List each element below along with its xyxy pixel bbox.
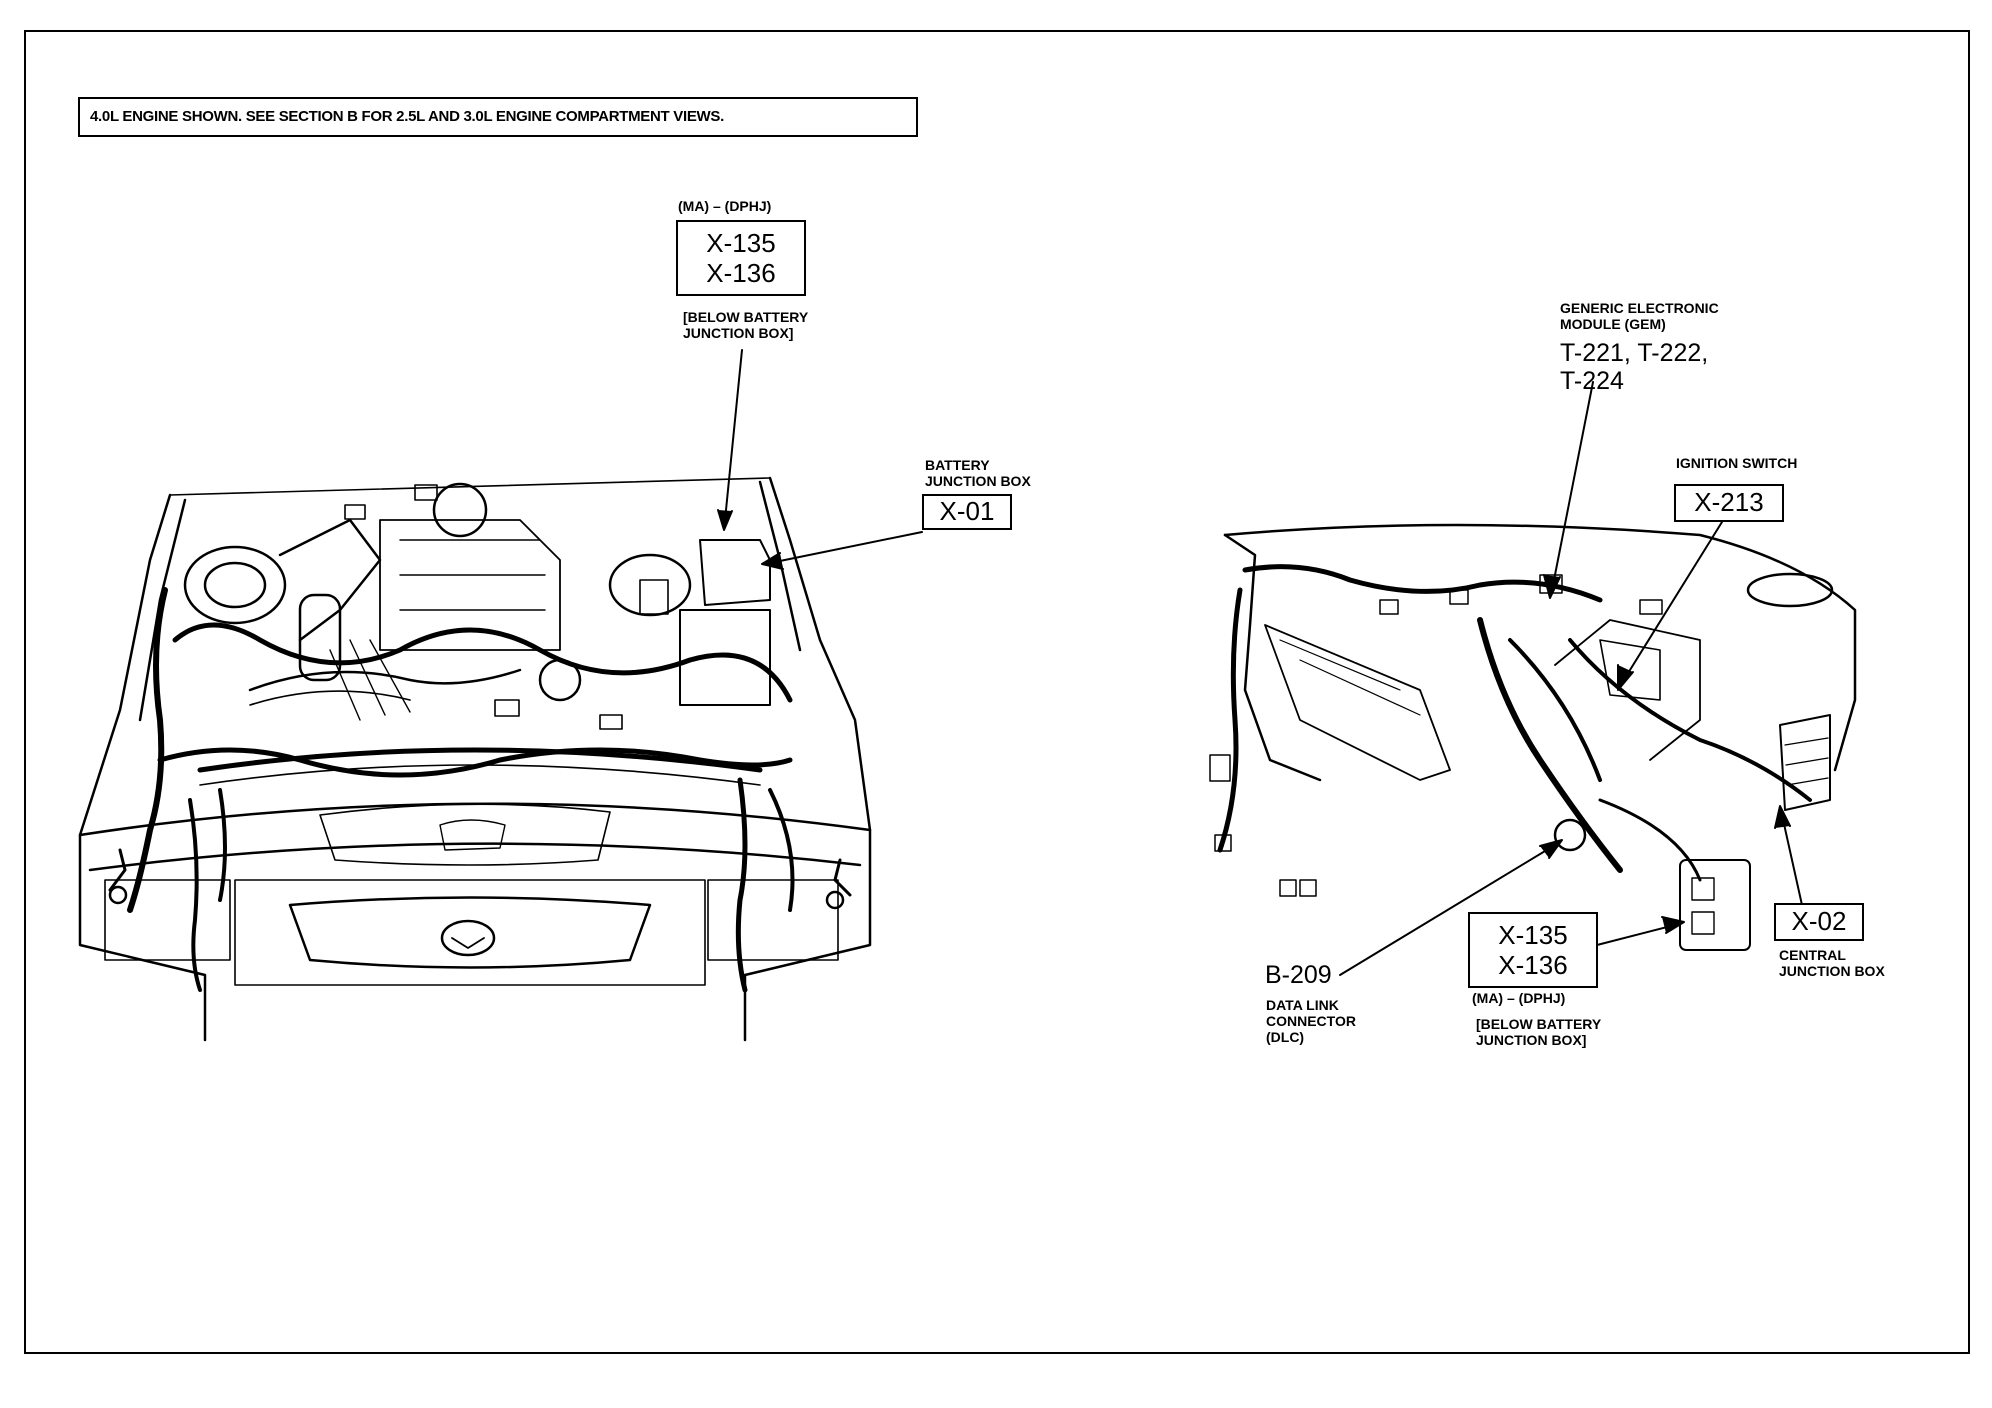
x135-top-code-box: X-135 X-136 <box>676 220 806 296</box>
dlc-label-1: DATA LINK <box>1266 997 1339 1013</box>
gem-label-1: GENERIC ELECTRONIC <box>1560 300 1719 316</box>
x135-bottom-variant: (MA) – (DPHJ) <box>1472 990 1566 1006</box>
leader-lines <box>717 349 1803 976</box>
battery-junction-box-label-1: BATTERY <box>925 457 990 473</box>
ignition-switch-code: X-213 <box>1674 484 1784 522</box>
x135-bottom-code-2: X-136 <box>1498 950 1568 980</box>
battery-junction-box-label-2: JUNCTION BOX <box>925 473 1031 489</box>
dlc-label-2: CONNECTOR <box>1266 1013 1356 1029</box>
instrument-panel-drawing <box>1209 523 1857 951</box>
x135-top-code-2: X-136 <box>706 258 776 288</box>
x135-bottom-code-box: X-135 X-136 <box>1468 912 1598 988</box>
x135-top-location-1: [BELOW BATTERY <box>683 309 809 325</box>
page-frame <box>24 30 1970 1354</box>
gem-codes-2: T-224 <box>1560 367 1624 395</box>
x135-bottom-location-1: [BELOW BATTERY <box>1476 1016 1602 1032</box>
ignition-switch-label: IGNITION SWITCH <box>1676 455 1798 471</box>
central-junction-box-label-1: CENTRAL <box>1779 947 1846 963</box>
engine-note: 4.0L ENGINE SHOWN. SEE SECTION B FOR 2.5… <box>78 97 918 137</box>
engine-compartment-drawing <box>78 476 872 1042</box>
gem-label-2: MODULE (GEM) <box>1560 316 1666 332</box>
dlc-code: B-209 <box>1265 961 1332 989</box>
central-junction-box-code: X-02 <box>1774 903 1864 941</box>
x135-top-code-1: X-135 <box>706 228 776 258</box>
x135-bottom-location-2: JUNCTION BOX] <box>1476 1032 1587 1048</box>
central-junction-box-label-2: JUNCTION BOX <box>1779 963 1885 979</box>
x135-bottom-code-1: X-135 <box>1498 920 1568 950</box>
battery-junction-box-code: X-01 <box>922 494 1012 530</box>
gem-codes-1: T-221, T-222, <box>1560 339 1709 367</box>
x135-top-location-2: JUNCTION BOX] <box>683 325 794 341</box>
dlc-label-3: (DLC) <box>1266 1029 1305 1045</box>
x135-top-variant: (MA) – (DPHJ) <box>678 198 772 214</box>
